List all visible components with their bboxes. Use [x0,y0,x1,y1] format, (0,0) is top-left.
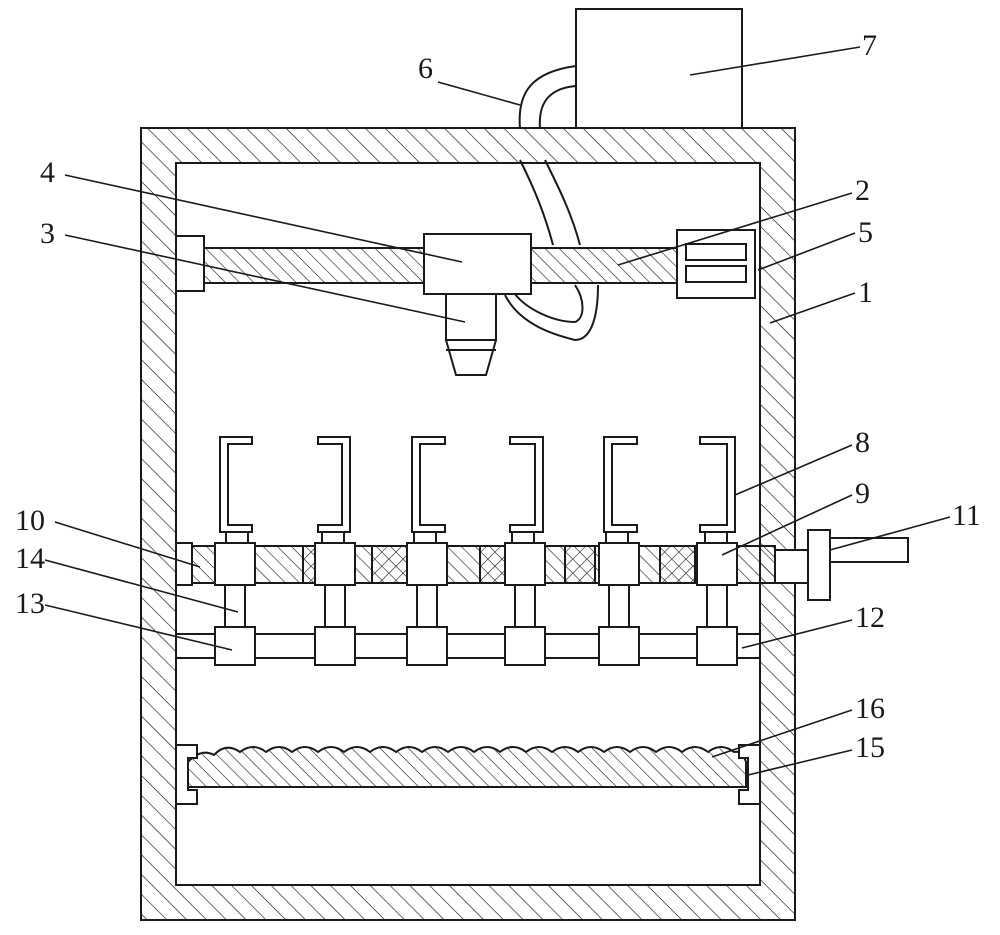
clamp-6 [699,436,736,533]
guide-rod [175,633,761,659]
pipe-inner [519,159,581,246]
slider-blocks [214,626,738,666]
label-13: 13 [15,587,45,620]
label-14: 14 [15,542,45,575]
label-3: 3 [40,217,55,250]
tray-bracket-left [175,744,198,805]
nozzle-tip [444,339,498,376]
label-12: 12 [855,601,885,634]
clamp-1 [219,436,253,533]
shaft-extension [774,549,809,584]
label-15: 15 [855,731,885,764]
label-10: 10 [15,504,45,537]
motor-slot-1 [685,243,747,261]
label-7: 7 [862,29,877,62]
screw-reverse-sections [302,545,696,584]
motor-slot-2 [685,265,747,283]
pipe [518,65,577,129]
tray-plate [187,746,747,788]
clamp-4 [509,436,544,533]
clamp-2 [317,436,351,533]
label-5: 5 [858,216,873,249]
handle [829,537,909,563]
connecting-rods [224,584,728,629]
label-2: 2 [855,174,870,207]
nozzle-body [445,293,497,341]
motor-box [676,229,756,299]
top-unit-box [575,8,743,129]
label-8: 8 [855,426,870,459]
label-9: 9 [855,477,870,510]
clamp-brackets [219,436,736,533]
carriage-block [423,233,532,295]
rail-left-bracket [175,235,205,292]
handwheel [807,529,831,601]
label-4: 4 [40,156,55,189]
label-11: 11 [952,499,981,532]
pipe-lower [504,284,599,341]
label-6: 6 [418,52,433,85]
clamp-3 [411,436,446,533]
clamp-5 [603,436,638,533]
clamp-stems [225,531,728,545]
label-16: 16 [855,692,885,725]
label-1: 1 [858,276,873,309]
leader-lines [44,46,951,776]
